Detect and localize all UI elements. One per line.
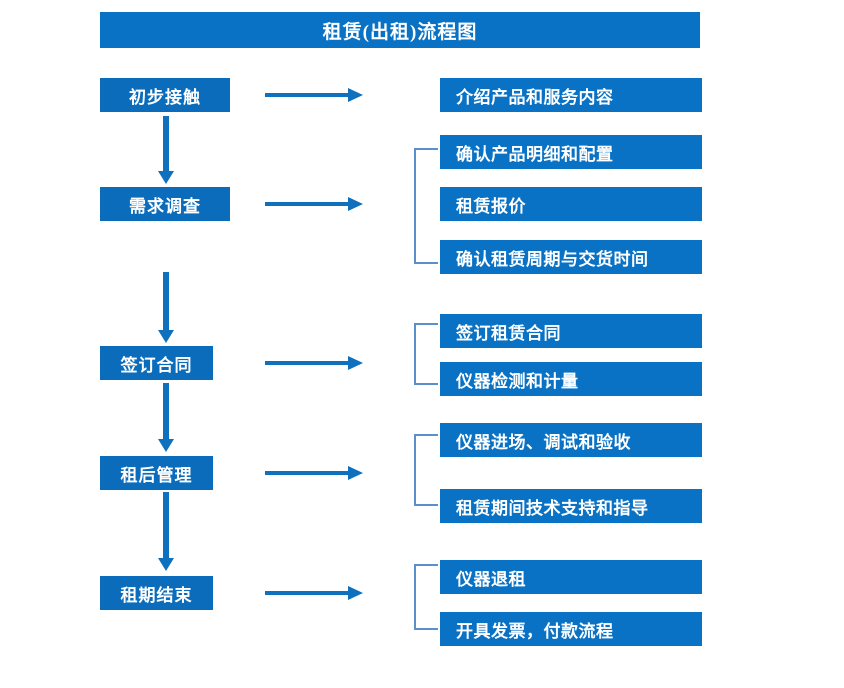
detail-box-zulin-qijian-jishu-zhichi[interactable]: 租赁期间技术支持和指导: [440, 489, 702, 523]
stage-box-zuqi-jieshu[interactable]: 租期结束: [100, 576, 213, 610]
detail-box-queren-zulin-zhouqi[interactable]: 确认租赁周期与交货时间: [440, 240, 702, 274]
detail-box-qianding-zulin-hetong[interactable]: 签订租赁合同: [440, 314, 702, 348]
stage-box-chubu-jiechu[interactable]: 初步接触: [100, 78, 230, 112]
group-bracket-xuqiu-diaocha: [414, 148, 438, 264]
detail-box-yiqi-tuizu[interactable]: 仪器退租: [440, 560, 702, 594]
horizontal-arrow-2: [265, 197, 363, 211]
page-title: 租赁(出租)流程图: [100, 12, 700, 48]
stage-box-qianding-hetong[interactable]: 签订合同: [100, 346, 213, 380]
detail-box-queren-chanpin-mingxi[interactable]: 确认产品明细和配置: [440, 135, 702, 169]
detail-box-zulin-baojia[interactable]: 租赁报价: [440, 187, 702, 221]
horizontal-arrow-4: [265, 466, 363, 480]
vertical-arrow-1: [158, 116, 174, 184]
horizontal-arrow-5: [265, 586, 363, 600]
vertical-arrow-2: [158, 272, 174, 344]
stage-box-xuqiu-diaocha[interactable]: 需求调查: [100, 187, 230, 221]
stage-box-zuhou-guanli[interactable]: 租后管理: [100, 456, 213, 490]
detail-box-yiqi-jinchang-tiaoshi[interactable]: 仪器进场、调试和验收: [440, 423, 702, 457]
vertical-arrow-3: [158, 383, 174, 453]
horizontal-arrow-1: [265, 88, 363, 102]
group-bracket-zuhou-guanli: [414, 434, 438, 506]
group-bracket-zuqi-jieshu: [414, 564, 438, 630]
vertical-arrow-4: [158, 492, 174, 572]
group-bracket-qianding-hetong: [414, 323, 438, 385]
detail-box-yiqi-jiance-jiliang[interactable]: 仪器检测和计量: [440, 362, 702, 396]
detail-box-kaiju-fapiao[interactable]: 开具发票，付款流程: [440, 612, 702, 646]
detail-box-jieshao-chanpin[interactable]: 介绍产品和服务内容: [440, 78, 702, 112]
horizontal-arrow-3: [265, 356, 363, 370]
